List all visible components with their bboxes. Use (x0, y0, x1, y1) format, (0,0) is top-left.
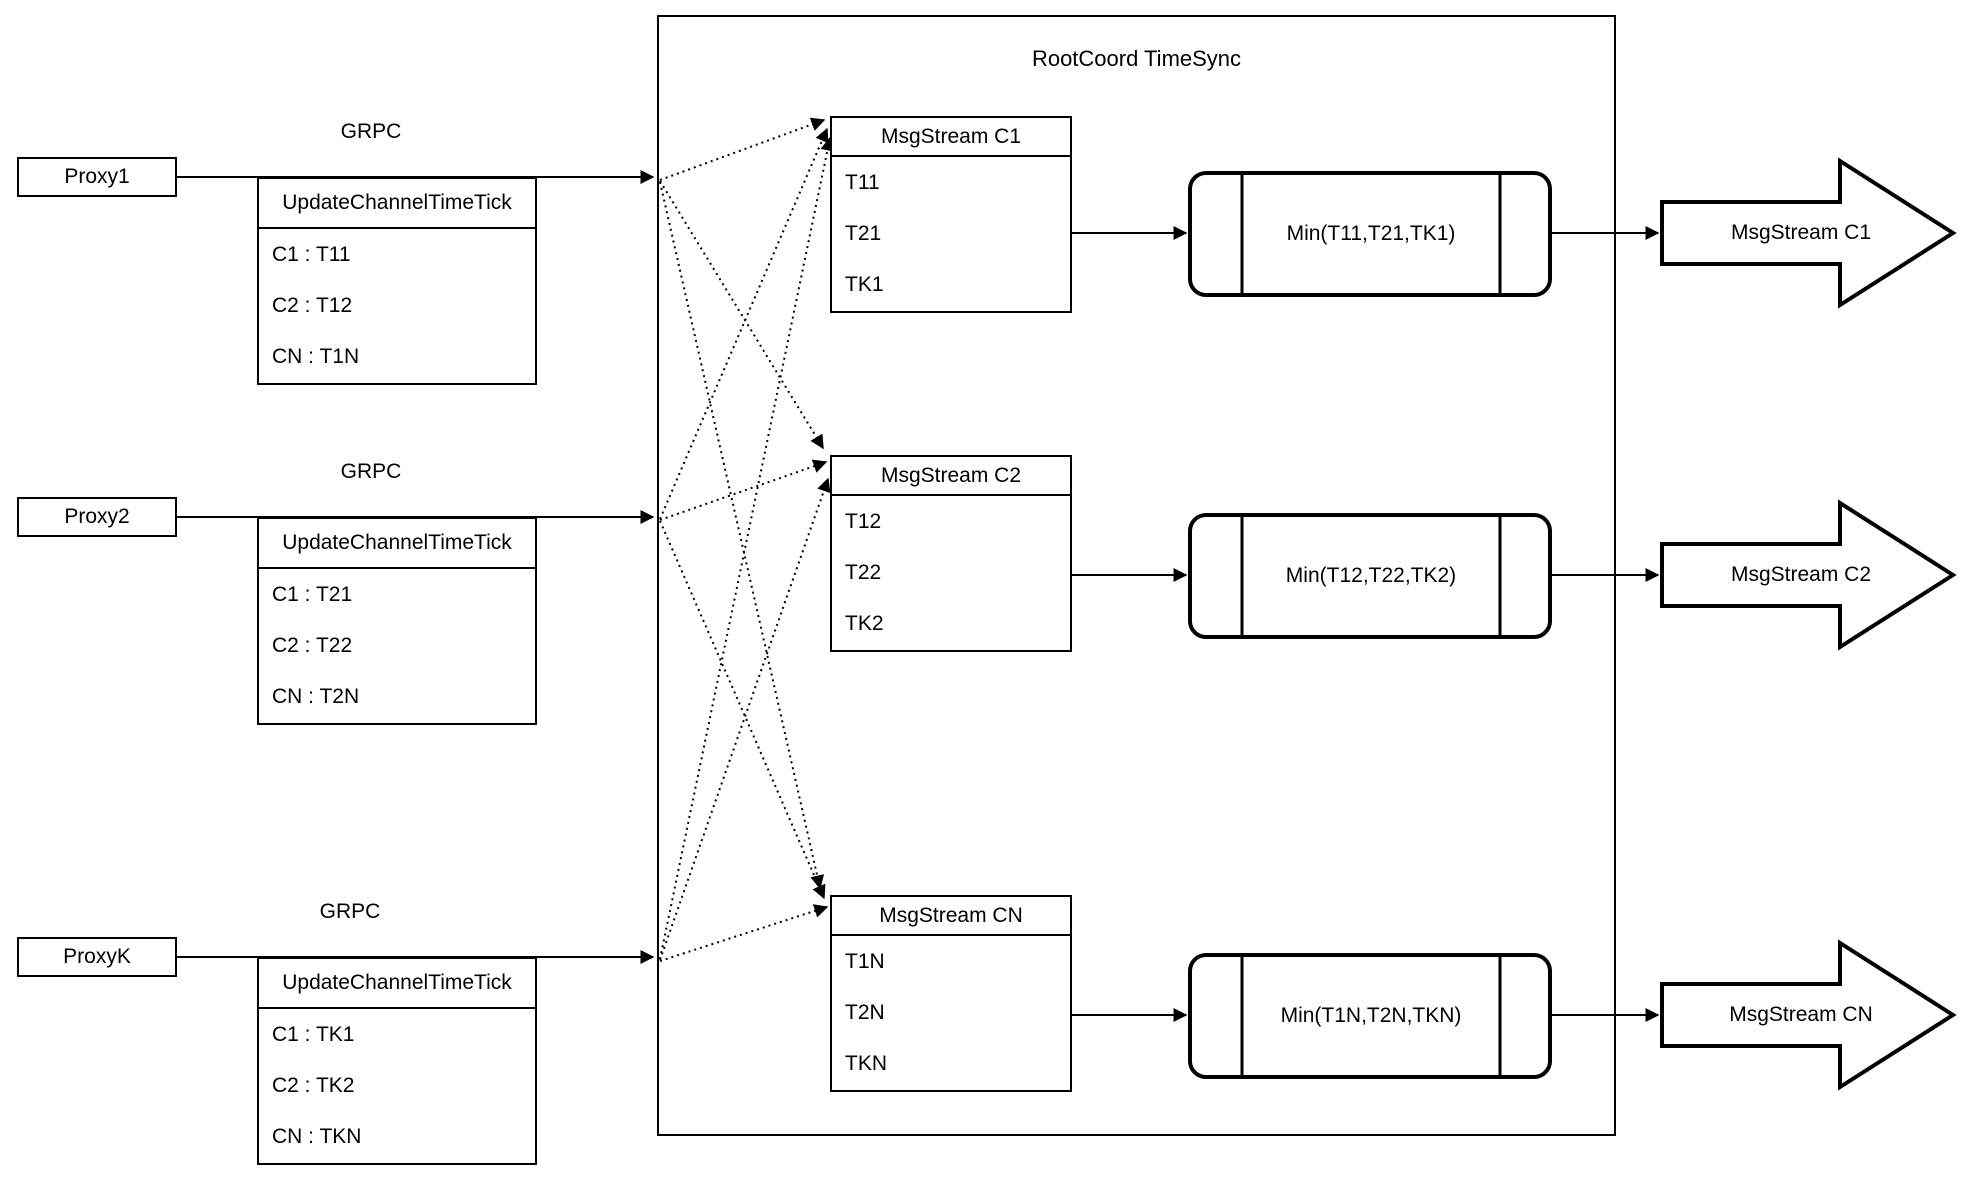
table-header: UpdateChannelTimeTick (259, 179, 535, 229)
table-row: T11 (845, 170, 880, 194)
msgstream-table-title: MsgStream C2 (832, 457, 1070, 496)
table-row: C2 : T22 (272, 633, 353, 657)
grpc-label-2: GRPC (340, 460, 402, 483)
msgstream-c1-table: MsgStream C1 T11 T21 TK1 (830, 116, 1072, 313)
table-row: T12 (845, 509, 882, 533)
table-row: CN : TKN (272, 1125, 362, 1149)
output-arrow-2-label: MsgStream C2 (1730, 563, 1872, 586)
msgstream-c2-table: MsgStream C2 T12 T22 TK2 (830, 455, 1072, 652)
table-row: TK2 (845, 612, 884, 636)
table-row: CN : T2N (272, 685, 360, 709)
table-row: TK1 (845, 273, 884, 297)
table-row: TKN (845, 1052, 887, 1076)
rootcoord-timesync-title: RootCoord TimeSync (1031, 46, 1242, 71)
table-row: C1 : T21 (272, 582, 353, 606)
table-row: CN : T1N (272, 345, 360, 369)
proxy1-box: Proxy1 (17, 157, 177, 197)
table-header: UpdateChannelTimeTick (259, 959, 535, 1009)
msgstream-table-title: MsgStream C1 (832, 118, 1070, 157)
output-arrow-1-label: MsgStream C1 (1730, 221, 1872, 244)
table-row: T1N (845, 949, 885, 973)
msgstream-cn-table: MsgStream CN T1N T2N TKN (830, 895, 1072, 1092)
proxyk-label: ProxyK (63, 945, 131, 968)
table-row: T2N (845, 1000, 885, 1024)
table-row: C2 : TK2 (272, 1073, 355, 1097)
min-queue-shapes (1188, 171, 1552, 1079)
grpc-label-1: GRPC (340, 120, 402, 143)
proxy2-label: Proxy2 (64, 505, 130, 528)
table-row: T22 (845, 560, 882, 584)
table-row: T21 (845, 221, 882, 245)
stream-to-min-connectors (1072, 226, 1188, 1022)
output-arrow-3-label: MsgStream CN (1729, 1003, 1873, 1026)
proxyk-timetick-table: UpdateChannelTimeTick C1 : TK1 C2 : TK2 … (257, 957, 537, 1165)
fanout-dotted-connectors (659, 117, 835, 962)
table-header: UpdateChannelTimeTick (259, 519, 535, 569)
msgstream-table-title: MsgStream CN (832, 897, 1070, 936)
min-queue-2-label: Min(T12,T22,TK2) (1285, 564, 1457, 587)
proxy2-box: Proxy2 (17, 497, 177, 537)
table-row: C1 : TK1 (272, 1022, 355, 1046)
proxy2-timetick-table: UpdateChannelTimeTick C1 : T21 C2 : T22 … (257, 517, 537, 725)
table-row: C2 : T12 (272, 293, 353, 317)
proxyk-box: ProxyK (17, 937, 177, 977)
proxy1-timetick-table: UpdateChannelTimeTick C1 : T11 C2 : T12 … (257, 177, 537, 385)
table-row: C1 : T11 (272, 242, 351, 266)
grpc-label-3: GRPC (319, 900, 381, 923)
output-arrow-shapes (1660, 157, 1957, 1091)
min-queue-3-label: Min(T1N,T2N,TKN) (1280, 1004, 1462, 1027)
min-to-output-connectors (1550, 226, 1660, 1022)
rootcoord-timesync-box (657, 15, 1616, 1136)
proxy1-label: Proxy1 (64, 165, 130, 188)
min-queue-rails (1240, 173, 1502, 1077)
min-queue-1-label: Min(T11,T21,TK1) (1286, 222, 1456, 245)
